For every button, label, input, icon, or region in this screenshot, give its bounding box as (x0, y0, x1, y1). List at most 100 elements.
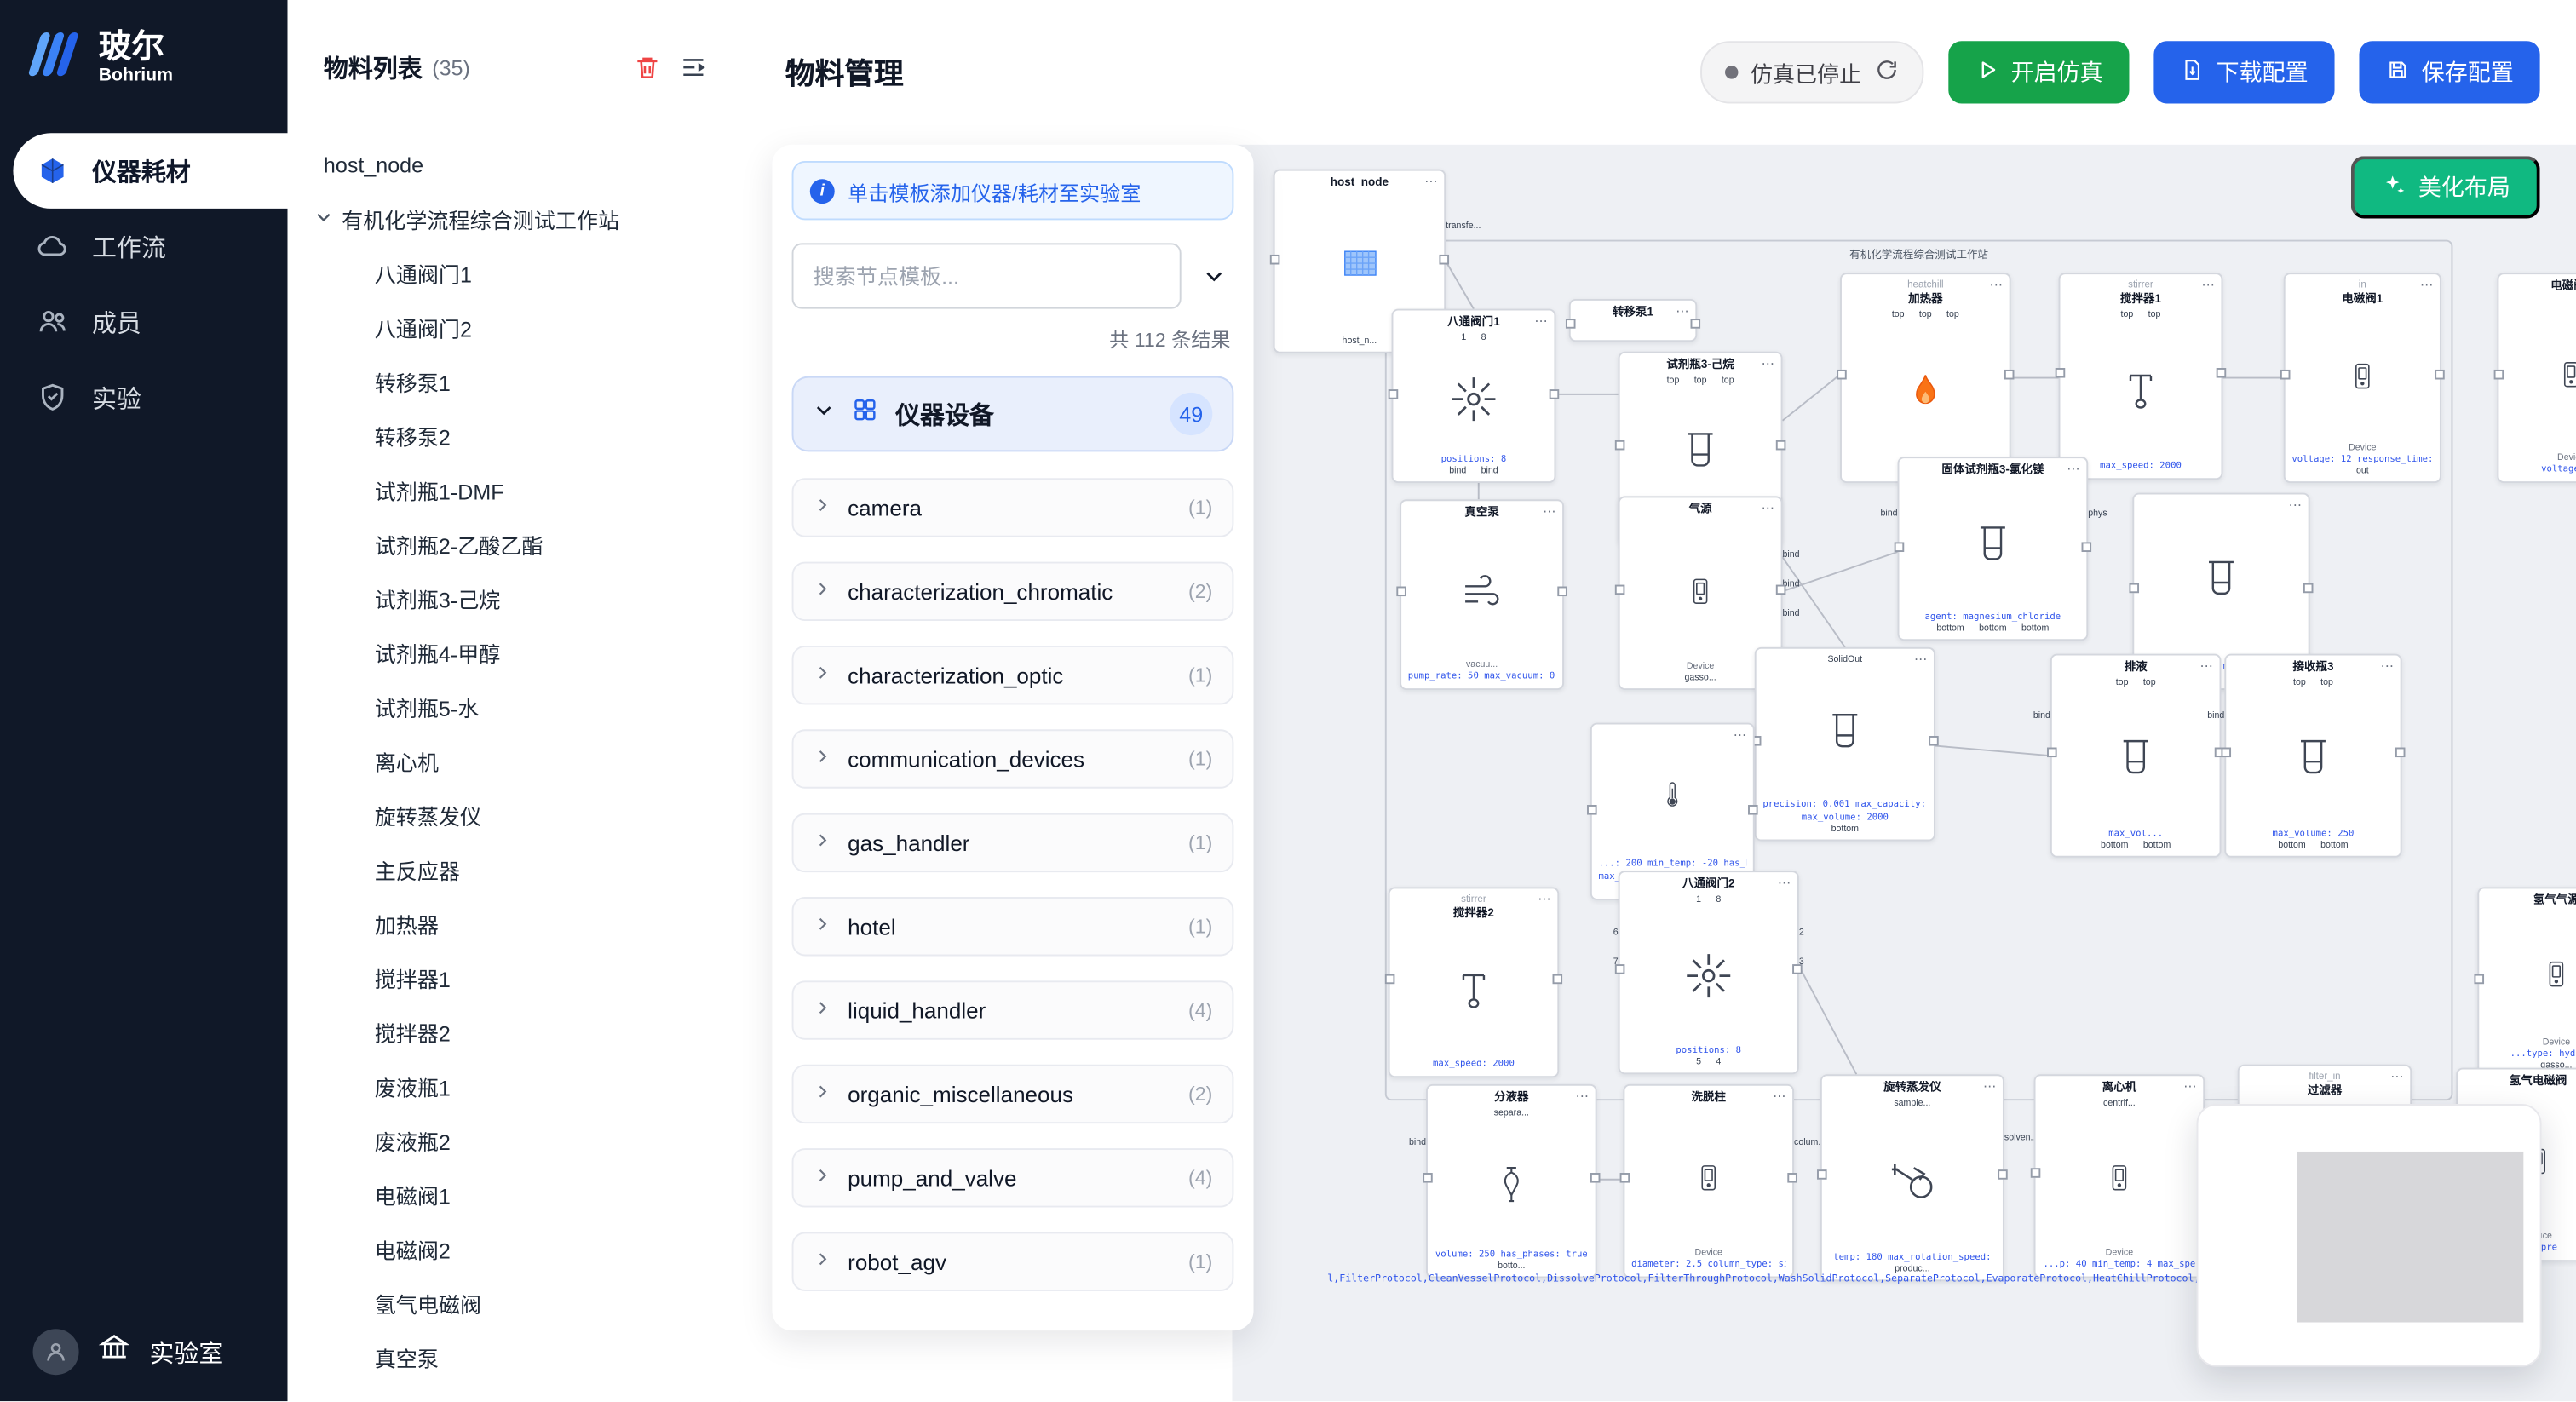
download-config-button[interactable]: 下载配置 (2153, 41, 2335, 104)
node-menu-icon[interactable]: ⋯ (1989, 277, 2003, 293)
tree-item[interactable]: 搅拌器1 (374, 967, 451, 992)
tree-item[interactable]: 搅拌器2 (374, 1021, 451, 1047)
material-tree: host_node 有机化学流程综合测试工作站 八通阀门1 八通阀门2 转移泵1… (288, 138, 739, 1385)
template-category[interactable]: characterization_chromatic (2) (791, 561, 1234, 622)
tree-item[interactable]: 八通阀门2 (374, 317, 472, 342)
template-category[interactable]: liquid_handler (4) (791, 980, 1234, 1040)
tree-item[interactable]: 试剂瓶3-己烷 (374, 588, 501, 613)
node-menu-icon[interactable]: ⋯ (2419, 277, 2434, 293)
canvas-node[interactable]: 氢气气源⋯Device...type: hydrogengasso... (2474, 887, 2576, 1078)
canvas-node[interactable]: 离心机⋯centrif...Device...p: 40 min_temp: 4… (2030, 1074, 2209, 1278)
tree-item[interactable]: 主反应器 (374, 859, 461, 884)
node-menu-icon[interactable]: ⋯ (2201, 277, 2215, 293)
node-menu-icon[interactable]: ⋯ (1424, 174, 1438, 189)
sidebar-item[interactable]: 成员 (0, 284, 288, 360)
search-input[interactable] (791, 243, 1182, 309)
panel-collapse-chevron-icon[interactable] (1194, 256, 1233, 296)
lab-label[interactable]: 实验室 (149, 1339, 224, 1368)
sidebar-item[interactable]: 工作流 (0, 209, 288, 284)
node-title: 接收瓶3 (2292, 662, 2334, 674)
tree-item[interactable]: 八通阀门1 (374, 262, 472, 288)
node-menu-icon[interactable]: ⋯ (2199, 658, 2213, 674)
canvas-node[interactable]: 转移泵1⋯ (1565, 299, 1701, 342)
status-label: 仿真已停止 (1750, 62, 1862, 88)
trash-icon[interactable] (631, 51, 664, 84)
tree-item[interactable]: 转移泵1 (374, 371, 451, 396)
category-label: characterization_optic (848, 663, 1064, 688)
node-menu-icon[interactable]: ⋯ (2288, 497, 2302, 513)
node-menu-icon[interactable]: ⋯ (1733, 727, 1747, 743)
template-category[interactable]: gas_handler (1) (791, 813, 1234, 873)
template-category[interactable]: characterization_optic (1) (791, 645, 1234, 705)
canvas-node[interactable]: 旋转蒸发仪⋯sample...temp: 180 max_rotation_sp… (1817, 1074, 2038, 1282)
start-simulation-button[interactable]: 开启仿真 (1948, 41, 2130, 104)
node-menu-icon[interactable]: ⋯ (1777, 875, 1791, 891)
template-category[interactable]: robot_agv (1) (791, 1232, 1234, 1291)
section-instruments[interactable]: 仪器设备 49 (791, 376, 1234, 452)
tree-item[interactable]: 氢气电磁阀 (374, 1292, 482, 1318)
template-category[interactable]: hotel (1) (791, 897, 1234, 957)
node-menu-icon[interactable]: ⋯ (1982, 1079, 1997, 1095)
tree-item[interactable]: 试剂瓶4-甲醇 (374, 642, 501, 668)
canvas-node[interactable]: 真空泵⋯vacuu...pump_rate: 50 max_vacuum: 0.… (1396, 499, 1567, 691)
tree-item[interactable]: 废液瓶2 (374, 1129, 451, 1155)
node-menu-icon[interactable]: ⋯ (2380, 658, 2394, 674)
tree-group[interactable]: 有机化学流程综合测试工作站 (288, 192, 739, 247)
beautify-layout-button[interactable]: 美化布局 (2350, 156, 2540, 219)
node-props: positions: 8 (1440, 454, 1507, 464)
node-menu-icon[interactable]: ⋯ (1761, 501, 1774, 516)
node-menu-icon[interactable]: ⋯ (2390, 1069, 2404, 1084)
node-menu-icon[interactable]: ⋯ (2183, 1079, 2197, 1095)
tree-item[interactable]: 试剂瓶1-DMF (374, 480, 504, 505)
node-menu-icon[interactable]: ⋯ (1761, 356, 1774, 371)
minimap-viewport[interactable] (2297, 1151, 2524, 1323)
node-menu-icon[interactable]: ⋯ (1534, 313, 1548, 329)
node-menu-icon[interactable]: ⋯ (1575, 1089, 1589, 1105)
node-menu-icon[interactable]: ⋯ (1542, 504, 1556, 520)
template-category[interactable]: camera (1) (791, 478, 1234, 537)
node-menu-icon[interactable]: ⋯ (2067, 461, 2080, 477)
template-category[interactable]: pump_and_valve (4) (791, 1148, 1234, 1208)
tree-item[interactable]: 转移泵2 (374, 425, 451, 451)
tree-item[interactable]: 旋转蒸发仪 (374, 805, 482, 830)
list-settings-icon[interactable] (677, 51, 710, 84)
tree-item[interactable]: 电磁阀2 (374, 1238, 451, 1264)
sidebar-item[interactable]: 仪器耗材 (13, 133, 288, 209)
graph-canvas[interactable]: 有机化学流程综合测试工作站 host_node⋯host_n...transfe… (1232, 144, 2576, 1402)
node-ports-left: bind (2033, 711, 2050, 721)
tree-node-host[interactable]: host_node (323, 152, 424, 178)
template-category[interactable]: communication_devices (1) (791, 729, 1234, 789)
refresh-icon[interactable] (1875, 58, 1900, 88)
tree-item[interactable]: 试剂瓶2-乙酸乙酯 (374, 533, 543, 559)
node-menu-icon[interactable]: ⋯ (1772, 1089, 1786, 1105)
minimap[interactable] (2196, 1104, 2542, 1367)
node-ports-bottom: gasso... (1684, 673, 1716, 684)
tree-item[interactable]: 试剂瓶5-水 (374, 696, 480, 721)
node-menu-icon[interactable]: ⋯ (1676, 303, 1689, 319)
tree-item[interactable]: 加热器 (374, 913, 439, 939)
node-menu-icon[interactable]: ⋯ (1538, 892, 1551, 907)
node-menu-icon[interactable]: ⋯ (1913, 652, 1928, 668)
tree-item[interactable]: 真空泵 (374, 1347, 439, 1372)
sidebar-item[interactable]: 实验 (0, 359, 288, 435)
chevron-down-icon[interactable] (313, 207, 333, 232)
template-category[interactable]: organic_miscellaneous (2) (791, 1064, 1234, 1124)
save-config-button[interactable]: 保存配置 (2359, 41, 2540, 104)
canvas-node[interactable]: 分液器⋯separa...volume: 250 has_phases: tru… (1409, 1083, 1601, 1278)
tree-item[interactable]: 废液瓶1 (374, 1076, 451, 1101)
tree-item[interactable]: 离心机 (374, 750, 439, 776)
tree-item[interactable]: 电磁阀1 (374, 1184, 451, 1210)
avatar[interactable] (32, 1329, 79, 1376)
